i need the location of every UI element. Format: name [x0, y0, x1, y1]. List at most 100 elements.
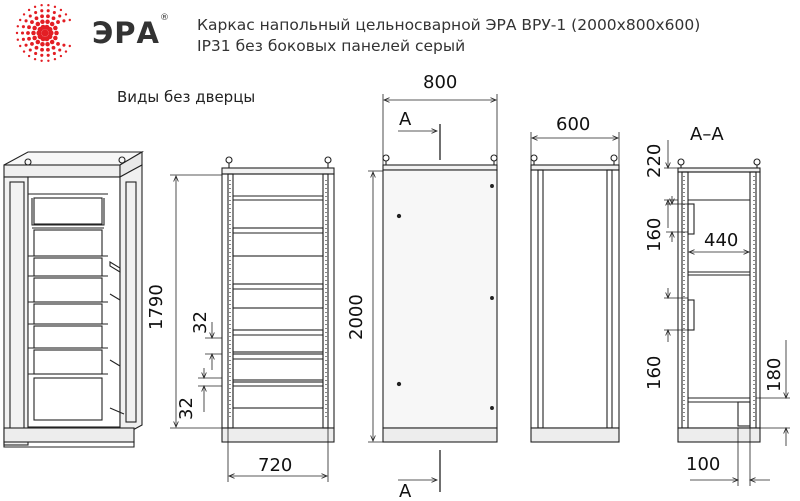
dim-bottom-100: 100	[686, 454, 720, 475]
logo-dot	[35, 39, 41, 45]
logo-dot	[52, 10, 56, 15]
logo-dot	[34, 16, 39, 21]
logo-dot	[46, 14, 50, 19]
logo-dot	[53, 5, 57, 9]
logo-dot	[34, 10, 38, 15]
logo-dot	[30, 42, 34, 46]
logo-dot	[53, 57, 57, 61]
product-title-line2: IP31 без боковых панелей серый	[197, 37, 466, 55]
side-view	[530, 154, 620, 443]
logo-dot	[40, 24, 46, 30]
views-subtitle: Виды без дверцы	[117, 88, 256, 106]
logo-dot	[26, 31, 30, 35]
logo-dot	[27, 8, 31, 12]
logo-dot	[54, 30, 59, 36]
dim-rail-step-top: 32	[190, 311, 211, 334]
logo-dot	[31, 30, 36, 36]
brand-registered-mark: ®	[160, 13, 169, 23]
logo-dot	[44, 36, 50, 42]
logo-dot	[33, 57, 37, 61]
logo-sun-icon	[15, 4, 71, 62]
logo-dot	[24, 43, 28, 47]
logo-dot	[28, 14, 32, 18]
dim-section-160-lower: 160	[644, 356, 665, 390]
logo-dot	[27, 25, 31, 30]
logo-dot	[58, 48, 62, 52]
logo-dot	[22, 13, 26, 16]
dim-inner-height: 1790	[146, 284, 167, 330]
dim-side-depth: 600	[556, 114, 590, 135]
logo-dot	[62, 19, 66, 23]
dim-bottom-180: 180	[764, 358, 785, 392]
logo-dot	[53, 35, 58, 41]
logo-dot	[64, 13, 68, 16]
logo-dot	[40, 47, 44, 52]
logo-dot	[64, 50, 68, 53]
logo-dot	[16, 25, 20, 28]
logo-dot	[34, 45, 39, 50]
logo-dot	[34, 51, 38, 56]
logo-dot	[46, 53, 50, 57]
logo-dot	[47, 59, 50, 62]
logo-dot	[32, 35, 37, 41]
logo-dot	[51, 45, 56, 50]
logo-dot	[22, 50, 26, 53]
logo-dot	[49, 21, 55, 27]
logo-dot	[62, 43, 66, 47]
logo-dot	[56, 20, 60, 24]
side-dimension-lines	[530, 132, 620, 165]
logo-dot	[27, 54, 31, 58]
logo-dot	[33, 5, 37, 9]
logo-dot	[45, 19, 50, 25]
logo-dot	[40, 19, 45, 25]
brand-name: ЭРА	[92, 16, 160, 50]
era-logo	[15, 4, 71, 62]
dim-rail-step-bottom: 32	[176, 397, 197, 420]
dim-total-height: 2000	[346, 294, 367, 340]
logo-dot	[51, 16, 56, 21]
logo-dot	[24, 19, 28, 23]
logo-dot	[58, 14, 62, 18]
logo-dot	[47, 26, 53, 33]
logo-dot	[40, 41, 45, 47]
section-mark-top: А	[399, 109, 412, 130]
front-view-frame	[221, 156, 335, 443]
logo-dot	[53, 25, 58, 31]
logo-dot	[19, 44, 22, 48]
logo-dot	[49, 39, 55, 45]
logo-dot	[40, 4, 43, 7]
logo-dot	[68, 44, 71, 48]
logo-dot	[15, 31, 19, 35]
logo-dot	[40, 9, 44, 13]
logo-dot	[68, 18, 71, 22]
logo-dot	[40, 53, 44, 57]
isometric-view	[3, 151, 145, 448]
logo-dot	[45, 41, 50, 47]
logo-dot	[21, 37, 25, 41]
logo-dot	[30, 20, 34, 24]
section-a-a-view	[677, 158, 761, 443]
door-dimension-lines	[368, 94, 498, 492]
logo-dot	[40, 59, 43, 62]
logo-dot	[46, 47, 50, 52]
logo-dot	[35, 21, 41, 27]
logo-dot	[56, 42, 60, 46]
logo-dot	[20, 31, 25, 35]
section-title: А–А	[690, 124, 724, 145]
logo-dot	[27, 36, 31, 41]
dim-section-160-upper: 160	[644, 218, 665, 252]
logo-dot	[19, 18, 22, 22]
front-dimension-lines	[170, 174, 329, 482]
dim-front-width: 800	[423, 72, 457, 93]
logo-dot	[40, 14, 44, 19]
logo-dot	[52, 51, 56, 56]
section-dimension-lines	[664, 140, 790, 486]
dim-inner-width: 720	[258, 455, 292, 476]
dim-inner-depth: 440	[704, 230, 738, 251]
logo-dot	[21, 25, 25, 29]
logo-dot	[47, 4, 50, 7]
logo-dot	[28, 48, 32, 52]
logo-dot	[16, 38, 20, 41]
logo-dot	[46, 9, 50, 13]
